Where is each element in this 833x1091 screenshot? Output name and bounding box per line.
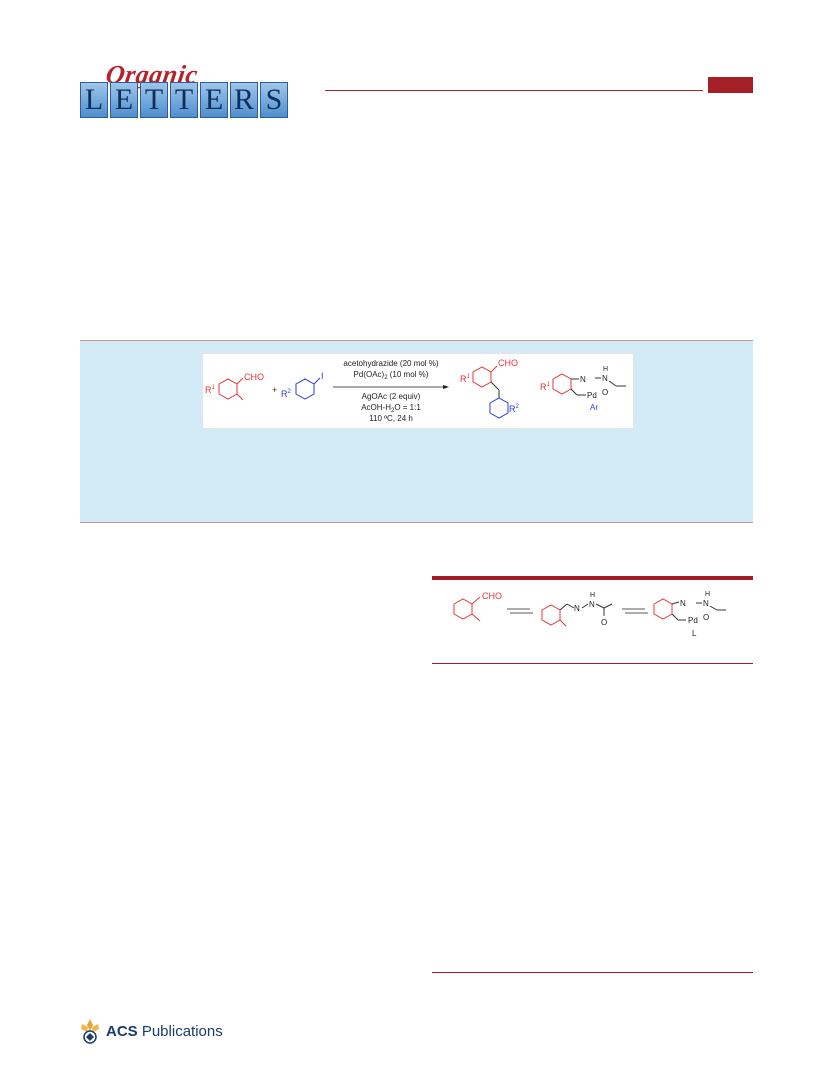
arrow-head [443,385,449,389]
aldehyde-reactant [218,377,244,401]
pd-nh-label: N [602,374,608,383]
fig-pd-n2-label: N [703,599,709,608]
fig-pd-l-label: L [692,629,697,638]
reagent-line-2: Pd(OAc)2 (10 mol %) [354,370,429,381]
product-aryl-ring [489,397,509,419]
logo-tile: E [110,82,138,118]
r1-label: R1 [205,385,216,395]
equilibrium-arrow-1 [507,608,533,614]
journal-logo: Organic L E T T E R S [80,60,325,124]
acs-emblem-icon [81,1019,99,1044]
logo-tile: R [230,82,258,118]
equilibrium-svg: CHO N N H O [453,591,726,638]
publisher-name: ACS Publications [106,1022,223,1040]
product-r1-label: R1 [460,374,471,384]
fig-pd-n1-label: N [680,599,686,608]
palladacycle-chain [570,377,626,396]
reagent-line-1: acetohydrazide (20 mol %) [343,359,438,368]
fig-pd-o-label: O [703,613,709,622]
reagent-line-4: AcOH-H2O = 1:1 [361,403,421,414]
fig-palladacycle-ring [653,598,673,620]
logo-tile: T [170,82,198,118]
pd-metal-label: Pd [587,391,597,400]
benzyl-linker [490,381,500,398]
header-rule [325,90,703,91]
aryl-iodide-reactant [295,377,321,400]
logo-tile: L [80,82,108,118]
hydrazone-o-label: O [601,618,607,627]
plus-sign: + [272,385,277,395]
pd-n-label: N [580,375,586,384]
pd-r1-label: R1 [540,382,551,392]
figure-top-rule [432,576,753,580]
column-footnote-rule [432,972,753,973]
fig-pd-h-label: H [705,591,710,598]
pd-o-label: O [602,388,608,397]
pd-h-label: H [603,366,608,373]
reaction-scheme-svg: CHO R1 + I R2 acetohydrazide (20 mol %) … [205,358,626,423]
equilibrium-figure: CHO N N H O [432,582,753,658]
hydrazone-h-label: H [590,592,595,599]
fig-cho-label: CHO [482,591,502,601]
product-cho-label: CHO [498,358,518,368]
logo-tile: T [140,82,168,118]
product-r2-label: R2 [509,404,520,414]
figure-bottom-rule [432,663,753,664]
reagent-line-5: 110 ºC, 24 h [369,414,413,423]
fig-palladacycle-chain [671,601,726,621]
pd-ar-label: Ar [590,403,598,412]
section-badge [708,77,753,93]
hydrazone-chain [559,603,613,616]
logo-tile: E [200,82,228,118]
hydrazone-n1-label: N [574,604,580,613]
r2-label: R2 [281,389,292,399]
hydrazone-ring [541,604,567,627]
fig-pd-metal-label: Pd [688,616,698,625]
reaction-scheme: CHO R1 + I R2 acetohydrazide (20 mol %) … [202,353,634,429]
palladacycle-ring [552,373,572,395]
cho-label: CHO [244,372,264,382]
iodo-label: I [321,371,324,381]
hydrazone-n2-label: N [589,600,595,609]
publisher-logo: ACS Publications [79,1018,223,1044]
logo-tile: S [260,82,288,118]
journal-logo-tiles: L E T T E R S [80,82,288,118]
equilibrium-arrow-2 [622,608,648,614]
benzaldehyde-structure [453,596,481,622]
toc-graphic-band: CHO R1 + I R2 acetohydrazide (20 mol %) … [80,340,753,523]
reagent-line-3: AgOAc (2 equiv) [362,392,421,401]
